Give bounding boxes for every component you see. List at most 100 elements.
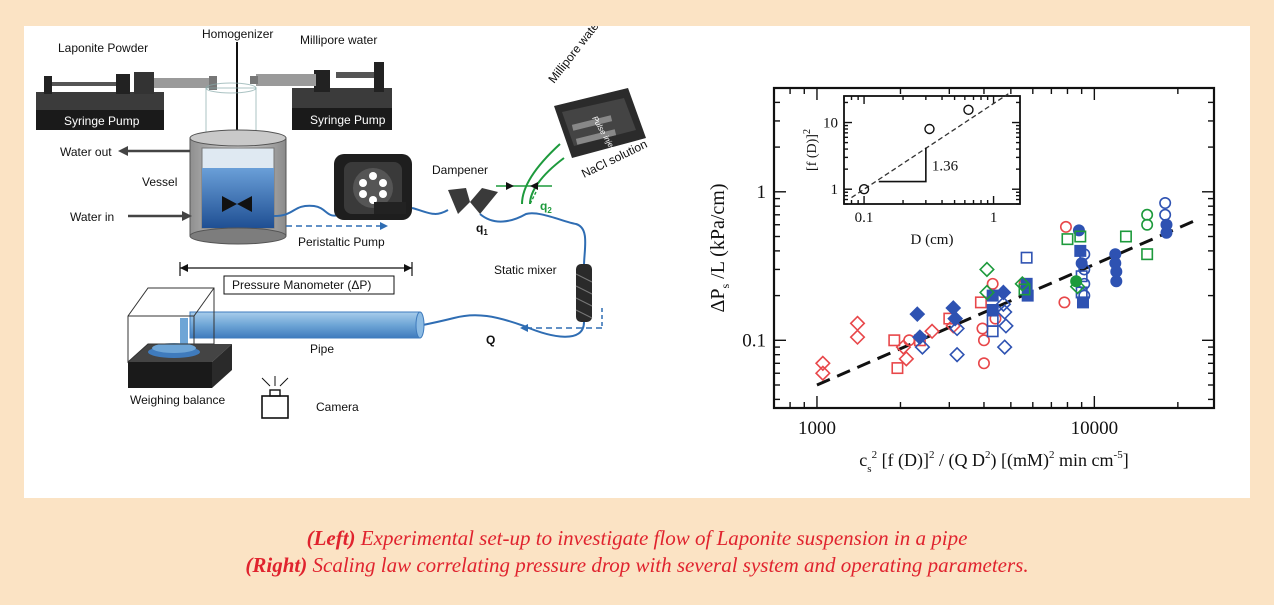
vessel bbox=[189, 82, 287, 245]
main-axes bbox=[772, 86, 1216, 410]
data-point bbox=[1160, 226, 1173, 239]
x-axis-label: cs2 [f (D)]2 / (Q D2) [(mM)2 min cm-5] bbox=[859, 449, 1128, 475]
data-point bbox=[1078, 289, 1091, 302]
syringe-pump-right: Syringe Pump bbox=[250, 62, 392, 130]
data-point bbox=[1159, 208, 1172, 221]
inset-fit-line bbox=[851, 93, 1009, 199]
water-out-label: Water out bbox=[60, 145, 112, 159]
data-point bbox=[979, 261, 995, 278]
data-point bbox=[974, 296, 987, 309]
vessel-label: Vessel bbox=[142, 175, 177, 189]
data-point bbox=[1018, 283, 1031, 296]
q2-label: q2 bbox=[540, 199, 552, 215]
inset-slope-label: 1.36 bbox=[932, 159, 959, 175]
data-point bbox=[1072, 224, 1085, 237]
x-tick-label: 1000 bbox=[798, 418, 836, 439]
data-point bbox=[986, 277, 999, 290]
data-point bbox=[986, 314, 999, 327]
data-point bbox=[995, 284, 1012, 301]
data-point bbox=[1141, 218, 1154, 231]
pipe bbox=[189, 311, 425, 339]
inset-data-point bbox=[924, 123, 935, 135]
camera-label: Camera bbox=[316, 400, 359, 414]
data-point bbox=[977, 357, 990, 370]
data-point bbox=[1078, 248, 1091, 261]
weighing-balance bbox=[127, 287, 232, 388]
peristaltic-pump bbox=[334, 154, 412, 220]
data-point bbox=[1059, 220, 1072, 233]
inset-frame bbox=[843, 95, 1021, 205]
data-point bbox=[996, 339, 1013, 355]
caption-right: (Right) Scaling law correlating pressure… bbox=[0, 553, 1274, 578]
data-point bbox=[1159, 197, 1172, 210]
data-point bbox=[1078, 263, 1091, 276]
inset-y-axis-label: [f (D)]2 bbox=[802, 129, 820, 171]
caption-right-text: Scaling law correlating pressure drop wi… bbox=[307, 553, 1029, 577]
inset-y-tick-label: 1 bbox=[831, 182, 839, 198]
data-point bbox=[814, 355, 831, 372]
static-mixer-label: Static mixer bbox=[494, 263, 557, 277]
dampener bbox=[448, 188, 498, 214]
plot-frame bbox=[772, 86, 1216, 410]
inset-x-tick-label: 1 bbox=[990, 210, 998, 226]
data-point bbox=[1058, 296, 1071, 309]
data-point bbox=[891, 362, 904, 375]
data-point bbox=[849, 315, 866, 332]
data-point bbox=[1014, 275, 1031, 292]
syringe-pump-left: Syringe Pump bbox=[36, 72, 217, 130]
weighing-balance-label: Weighing balance bbox=[130, 393, 226, 407]
data-point bbox=[924, 323, 940, 340]
Q-label: Q bbox=[486, 333, 495, 347]
data-point bbox=[1141, 208, 1154, 221]
data-point bbox=[1119, 230, 1132, 243]
data-point bbox=[1021, 289, 1034, 302]
caption-left: (Left) Experimental set-up to investigat… bbox=[0, 526, 1274, 551]
y-tick-label: 0.1 bbox=[742, 330, 766, 351]
data-point bbox=[1069, 278, 1086, 295]
y-axis-label: ΔPs /L (kPa/cm) bbox=[707, 184, 732, 313]
data-point bbox=[914, 339, 931, 355]
data-point bbox=[888, 334, 901, 347]
dampener-label: Dampener bbox=[432, 163, 488, 177]
data-point bbox=[986, 325, 999, 338]
data-point bbox=[979, 284, 995, 301]
data-point bbox=[998, 318, 1014, 334]
millipore-water-label: Millipore water bbox=[300, 33, 377, 47]
data-point bbox=[814, 365, 831, 382]
points-layer bbox=[814, 197, 1173, 382]
caption-left-tag: (Left) bbox=[306, 526, 356, 550]
data-point bbox=[976, 322, 989, 335]
data-point bbox=[1061, 233, 1074, 246]
inset-data-point bbox=[963, 104, 974, 116]
data-point bbox=[947, 310, 964, 327]
data-point bbox=[1076, 296, 1089, 309]
data-point bbox=[1074, 230, 1087, 243]
q1-label: q1 bbox=[476, 221, 488, 237]
data-point bbox=[949, 320, 965, 337]
camera-icon bbox=[261, 376, 289, 419]
data-point bbox=[849, 329, 866, 346]
syringe-pump-left-label: Syringe Pump bbox=[64, 114, 140, 128]
experimental-setup-diagram: Syringe Pump Laponite Powder Homogenizer… bbox=[36, 26, 649, 419]
inset-data-point bbox=[858, 184, 870, 195]
data-point bbox=[996, 304, 1013, 320]
data-point bbox=[1141, 248, 1154, 261]
data-point bbox=[995, 296, 1012, 313]
water-in-label: Water in bbox=[70, 210, 114, 224]
inset-x-tick-label: 0.1 bbox=[855, 210, 874, 226]
data-point bbox=[977, 334, 990, 347]
pressure-manometer-box bbox=[223, 275, 395, 295]
caption-left-text: Experimental set-up to investigate flow … bbox=[355, 526, 968, 550]
pressure-manometer-label: Pressure Manometer (ΔP) bbox=[232, 278, 371, 292]
y-tick-label: 1 bbox=[757, 182, 767, 203]
millipore-water-2-label: Millipore water bbox=[545, 26, 604, 86]
homogenizer-label: Homogenizer bbox=[202, 27, 273, 41]
syringe-pump-right-label: Syringe Pump bbox=[310, 113, 386, 127]
figure-panel: Syringe Pump Laponite Powder Homogenizer… bbox=[24, 26, 1250, 498]
data-point bbox=[986, 303, 999, 316]
data-point bbox=[909, 306, 926, 323]
data-point bbox=[898, 350, 915, 367]
